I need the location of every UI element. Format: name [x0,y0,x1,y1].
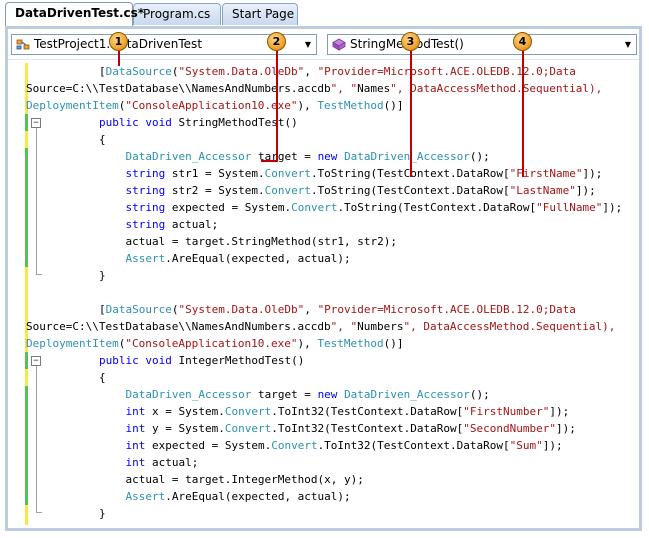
code-line[interactable]: int actual; [125,456,199,469]
code-line[interactable]: public void IntegerMethodTest() [98,354,305,367]
code-line[interactable]: DataDriven_Accessor target = new DataDri… [125,150,490,163]
callout-pointer-line [522,50,524,177]
tab-datadriventest-cs[interactable]: DataDrivenTest.cs* [5,2,144,26]
document-tab-strip: Start Page Program.cs DataDrivenTest.cs* [0,0,649,26]
saved-lines-marker [25,148,28,267]
code-line[interactable]: { [46,371,106,384]
class-icon [16,39,30,50]
outline-guide-end [36,274,42,275]
code-line[interactable]: [DataSource("System.Data.OleDb", "Provid… [46,65,576,78]
chevron-down-icon[interactable]: ▼ [304,40,312,49]
tab-label: Program.cs [143,7,211,21]
code-line[interactable]: string expected = System.Convert.ToStrin… [125,201,623,214]
code-line[interactable]: actual = target.StringMethod(str1, str2)… [46,235,397,248]
code-line[interactable]: } [46,507,106,520]
callout-marker-4: 4 [513,32,532,51]
code-line[interactable]: Assert.AreEqual(expected, actual); [125,252,351,265]
code-line[interactable]: [DataSource("System.Data.OleDb", "Provid… [46,303,576,316]
code-line[interactable]: DeploymentItem("ConsoleApplication10.exe… [26,99,404,112]
saved-lines-marker [25,114,28,131]
outline-guide [36,366,37,512]
method-icon [332,38,346,51]
tab-program-cs[interactable]: Program.cs [133,3,221,25]
code-line[interactable]: int expected = System.Convert.ToInt32(Te… [125,439,563,452]
collapse-toggle-icon[interactable]: − [31,356,41,366]
tab-start-page[interactable]: Start Page [222,3,298,25]
code-line[interactable]: Assert.AreEqual(expected, actual); [125,490,351,503]
code-line[interactable]: actual = target.IntegerMethod(x, y); [46,473,364,486]
code-line[interactable]: DataDriven_Accessor target = new DataDri… [125,388,490,401]
code-line[interactable]: string str2 = System.Convert.ToString(Te… [125,184,596,197]
editor-pane[interactable]: TestProject1.DataDrivenTest ▼ StringMeth… [5,26,642,531]
callout-pointer-line [261,160,278,162]
code-line[interactable]: DeploymentItem("ConsoleApplication10.exe… [26,337,404,350]
code-line[interactable]: public void StringMethodTest() [98,116,298,129]
callout-marker-2: 2 [267,32,286,51]
saved-lines-marker [25,352,28,369]
callout-marker-1: 1 [109,32,128,51]
callout-pointer-line [118,50,120,66]
tab-label: DataDrivenTest.cs* [15,6,145,20]
code-line[interactable]: { [46,133,106,146]
collapse-toggle-icon[interactable]: − [31,118,41,128]
code-line[interactable]: int y = System.Convert.ToInt32(TestConte… [125,422,576,435]
navigation-bar: TestProject1.DataDrivenTest ▼ StringMeth… [8,29,639,60]
changed-lines-marker [25,63,28,525]
callout-pointer-line [410,50,412,177]
code-line[interactable]: } [46,269,106,282]
code-line[interactable]: string actual; [125,218,219,231]
callout-pointer-line [276,50,278,160]
saved-lines-marker [25,386,28,505]
callout-marker-3: 3 [401,32,420,51]
outline-guide [36,128,37,274]
member-dropdown[interactable]: StringMethodTest() ▼ [327,34,637,55]
code-line[interactable]: string str1 = System.Convert.ToString(Te… [125,167,603,180]
code-line[interactable]: int x = System.Convert.ToInt32(TestConte… [125,405,570,418]
outline-guide-end [36,512,42,513]
code-line[interactable]: Source=C:\\TestDatabase\\NamesAndNumbers… [26,320,616,333]
code-line[interactable]: Source=C:\\TestDatabase\\NamesAndNumbers… [26,82,603,95]
chevron-down-icon[interactable]: ▼ [624,40,632,49]
tab-label: Start Page [232,7,295,21]
